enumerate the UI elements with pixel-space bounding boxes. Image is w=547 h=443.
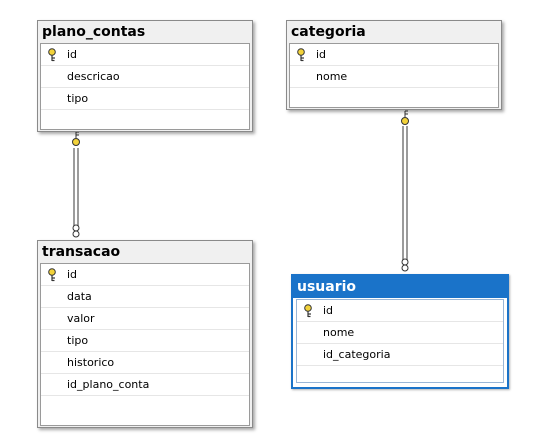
one-key-icon: [401, 110, 409, 125]
column-row[interactable]: nome: [290, 66, 498, 88]
column-row[interactable]: id_categoria: [297, 344, 503, 366]
table-title: categoria: [291, 24, 366, 40]
table-categoria[interactable]: categoria id nome: [286, 20, 502, 110]
table-transacao[interactable]: transacao id data valor tipo historico i…: [37, 240, 253, 428]
column-name: id: [67, 48, 78, 61]
column-row[interactable]: id: [290, 44, 498, 66]
column-name: tipo: [67, 92, 89, 105]
column-name: historico: [67, 356, 115, 369]
table-title: usuario: [293, 276, 507, 298]
table-title: transacao: [42, 244, 121, 260]
primary-key-icon: [48, 268, 56, 282]
column-row[interactable]: descricao: [41, 66, 249, 88]
column-grid: id nome: [289, 43, 499, 108]
many-infinity-icon: [72, 224, 80, 238]
column-name: id_categoria: [323, 348, 391, 361]
column-row[interactable]: nome: [297, 322, 503, 344]
column-row[interactable]: id_plano_conta: [41, 374, 249, 396]
column-row[interactable]: historico: [41, 352, 249, 374]
column-row[interactable]: id: [41, 264, 249, 286]
column-row[interactable]: id: [41, 44, 249, 66]
column-grid: id descricao tipo: [40, 43, 250, 130]
column-grid: id nome id_categoria: [296, 299, 504, 383]
column-row[interactable]: tipo: [41, 88, 249, 110]
column-name: descricao: [67, 70, 120, 83]
column-name: nome: [323, 326, 355, 339]
column-name: nome: [316, 70, 348, 83]
primary-key-icon: [304, 304, 312, 318]
table-plano-contas[interactable]: plano_contas id descricao tipo: [37, 20, 253, 132]
column-name: id: [323, 304, 334, 317]
column-name: id: [67, 268, 78, 281]
column-row[interactable]: id: [297, 300, 503, 322]
relationship-categoria-usuario[interactable]: [401, 110, 409, 272]
column-name: data: [67, 290, 92, 303]
column-name: id_plano_conta: [67, 378, 150, 391]
column-grid: id data valor tipo historico id_plano_co…: [40, 263, 250, 426]
table-title: plano_contas: [42, 24, 146, 40]
column-row[interactable]: tipo: [41, 330, 249, 352]
column-row[interactable]: data: [41, 286, 249, 308]
primary-key-icon: [48, 48, 56, 62]
column-name: id: [316, 48, 327, 61]
table-usuario[interactable]: usuario id nome id_categoria: [291, 274, 509, 389]
column-name: tipo: [67, 334, 89, 347]
primary-key-icon: [297, 48, 305, 62]
many-infinity-icon: [401, 258, 409, 272]
relationship-plano-contas-transacao[interactable]: [72, 131, 80, 238]
column-row[interactable]: valor: [41, 308, 249, 330]
one-key-icon: [72, 131, 80, 146]
column-name: valor: [67, 312, 95, 325]
